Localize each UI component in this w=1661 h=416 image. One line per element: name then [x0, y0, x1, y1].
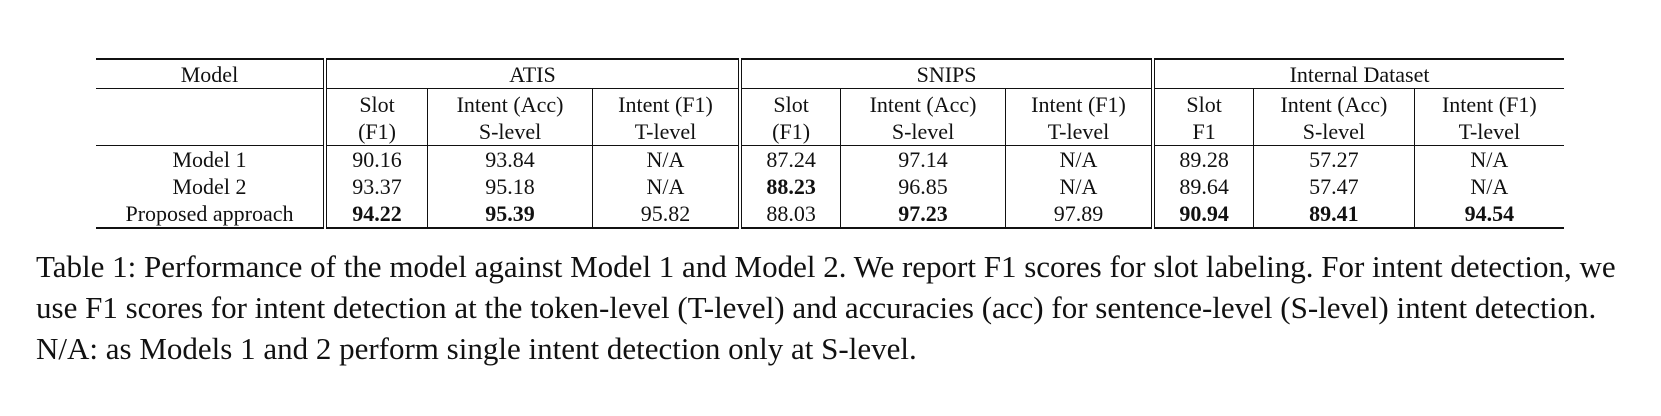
- table-cell: N/A: [1413, 173, 1564, 200]
- table-cell: N/A: [1004, 145, 1154, 173]
- subheader-cell: F1: [1151, 118, 1254, 146]
- table-cell-best: 95.39: [427, 200, 593, 229]
- subheader-cell: Slot: [1151, 88, 1254, 118]
- subheader-cell: Slot: [738, 88, 841, 118]
- table-cell: N/A: [591, 173, 741, 200]
- table-cell: 93.37: [322, 173, 428, 200]
- subheader-cell: Intent (Acc): [840, 88, 1006, 118]
- table-cell: 87.24: [738, 145, 841, 173]
- subheader-cell: Intent (F1): [591, 88, 741, 118]
- results-table: Model ATIS SNIPS Internal Dataset Slot I…: [96, 58, 1564, 229]
- table-cell: 57.27: [1253, 145, 1415, 173]
- subheader-cell: S-level: [1253, 118, 1415, 146]
- table-cell: 89.28: [1151, 145, 1254, 173]
- subheader-cell: S-level: [427, 118, 593, 146]
- subheader-model-empty: [96, 89, 325, 119]
- table-cell: 95.82: [591, 200, 741, 229]
- header-model: Model: [96, 58, 325, 89]
- table-cell: N/A: [1004, 173, 1154, 200]
- table-cell-best: 90.94: [1151, 200, 1254, 229]
- subheader-cell: Slot: [322, 88, 428, 118]
- subheader-cell: (F1): [738, 118, 841, 146]
- row-model-name: Model 1: [172, 147, 247, 172]
- results-table-container: Model ATIS SNIPS Internal Dataset Slot I…: [96, 58, 1564, 229]
- row-model-name: Model 2: [172, 174, 247, 199]
- subheader-cell: T-level: [591, 118, 741, 146]
- table-cell: 97.89: [1004, 200, 1154, 229]
- subheader-cell: Intent (F1): [1004, 88, 1154, 118]
- table-cell-best: 94.54: [1413, 200, 1564, 229]
- table-cell: 89.64: [1151, 173, 1254, 200]
- table-cell-best: 88.23: [738, 173, 841, 200]
- table-header-row: Model ATIS SNIPS Internal Dataset: [96, 58, 1564, 89]
- table-cell: N/A: [1413, 145, 1564, 173]
- table-subheader-row-1: Slot Intent (Acc) Intent (F1) Slot Inten…: [96, 88, 1564, 119]
- table-cell: 95.18: [427, 173, 593, 200]
- table-cell: N/A: [591, 145, 741, 173]
- table-cell: 97.14: [840, 145, 1006, 173]
- subheader-cell: T-level: [1413, 118, 1564, 146]
- table-cell: 88.03: [738, 200, 841, 229]
- subheader-model-empty: [96, 118, 325, 146]
- row-model-name: Proposed approach: [96, 200, 325, 229]
- table-cell: 93.84: [427, 145, 593, 173]
- header-snips: SNIPS: [738, 58, 1154, 89]
- subheader-cell: Intent (Acc): [427, 88, 593, 118]
- subheader-cell: Intent (Acc): [1253, 88, 1415, 118]
- header-atis: ATIS: [322, 58, 741, 89]
- table-row: Model 2 93.37 95.18 N/A 88.23 96.85 N/A …: [96, 173, 1564, 200]
- table-cell-best: 97.23: [840, 200, 1006, 229]
- subheader-cell: T-level: [1004, 118, 1154, 146]
- table-cell: 90.16: [322, 145, 428, 173]
- subheader-cell: S-level: [840, 118, 1006, 146]
- table-cell-best: 94.22: [322, 200, 428, 229]
- table-row: Proposed approach 94.22 95.39 95.82 88.0…: [96, 200, 1564, 229]
- table-row: Model 1 90.16 93.84 N/A 87.24 97.14 N/A …: [96, 145, 1564, 173]
- subheader-cell: (F1): [322, 118, 428, 146]
- table-cell: 96.85: [840, 173, 1006, 200]
- header-internal-dataset: Internal Dataset: [1151, 58, 1564, 89]
- table-caption: Table 1: Performance of the model agains…: [36, 249, 1616, 366]
- table-subheader-row-2: (F1) S-level T-level (F1) S-level T-leve…: [96, 118, 1564, 146]
- table-cell: 57.47: [1253, 173, 1415, 200]
- subheader-cell: Intent (F1): [1413, 88, 1564, 118]
- table-cell-best: 89.41: [1253, 200, 1415, 229]
